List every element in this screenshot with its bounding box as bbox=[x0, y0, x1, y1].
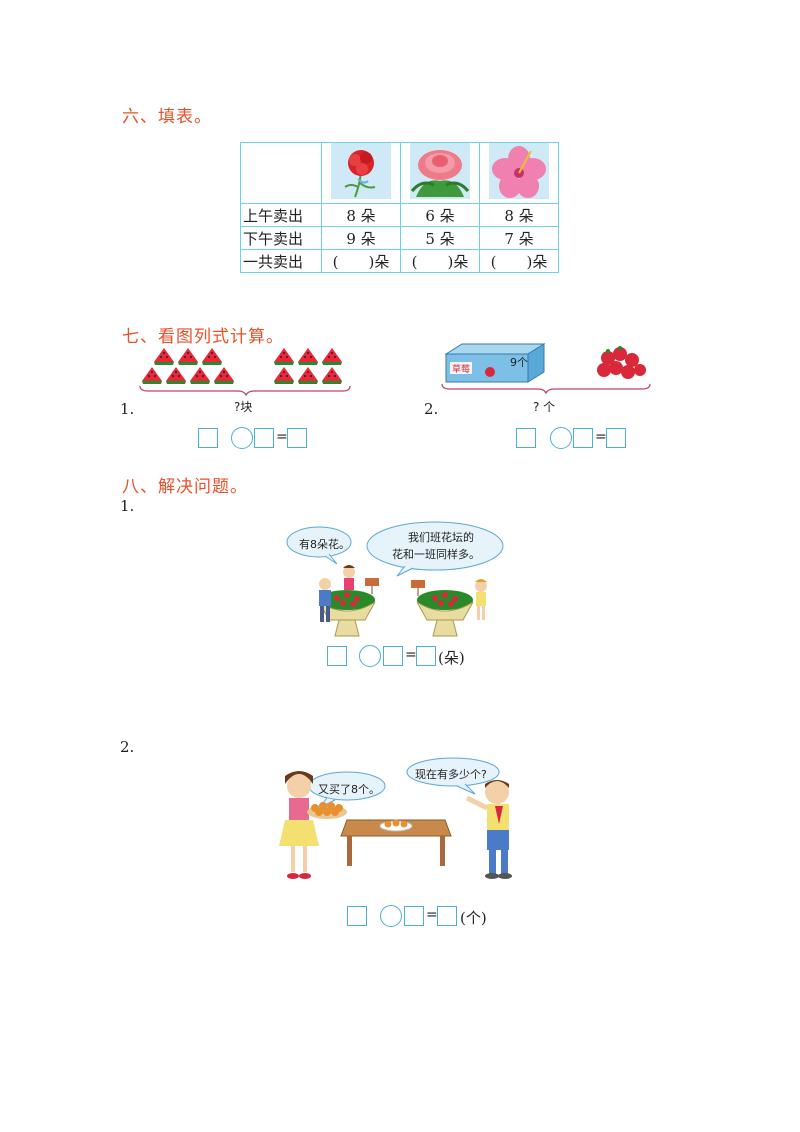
bread-table-illustration bbox=[279, 757, 512, 879]
fill-table: 上午卖出 8 朵 6 朵 8 朵 下午卖出 9 朵 5 朵 7 朵 一共卖出 (… bbox=[240, 142, 559, 273]
answer-box-8-2-a[interactable] bbox=[347, 906, 367, 926]
box-count-text: 9个 bbox=[510, 356, 528, 369]
speech-bubble-right-8-1-line1: 我们班花坛的 bbox=[408, 531, 474, 544]
cell-total-3[interactable]: ( )朵 bbox=[479, 249, 559, 273]
row-label-morning: 上午卖出 bbox=[240, 203, 322, 227]
operator-circle-7-2[interactable] bbox=[550, 427, 572, 449]
speech-bubble-right-8-2: 现在有多少个? bbox=[415, 768, 487, 781]
brace-label-7-1: ?块 bbox=[234, 400, 253, 414]
cell-total-1[interactable]: ( )朵 bbox=[321, 249, 401, 273]
answer-box-7-2-c[interactable] bbox=[606, 428, 626, 448]
section-7-title: 七、看图列式计算。 bbox=[122, 327, 284, 347]
problem-8-1-number: 1. bbox=[120, 497, 135, 515]
answer-box-8-2-c[interactable] bbox=[437, 906, 457, 926]
answer-box-7-1-c[interactable] bbox=[287, 428, 307, 448]
section-8-title: 八、解决问题。 bbox=[122, 477, 248, 497]
problem-7-1-number: 1. bbox=[120, 400, 135, 418]
operator-circle-8-1[interactable] bbox=[359, 645, 381, 667]
cell-afternoon-1: 9 朵 bbox=[321, 226, 401, 250]
carnation-image bbox=[321, 142, 401, 204]
answer-box-8-2-b[interactable] bbox=[404, 906, 424, 926]
flower-bed-illustration bbox=[286, 521, 504, 637]
cell-afternoon-3: 7 朵 bbox=[479, 226, 559, 250]
problem-7-2-number: 2. bbox=[424, 400, 439, 418]
problem-8-2-number: 2. bbox=[120, 738, 135, 756]
speech-bubble-right-8-1-line2: 花和一班同样多。 bbox=[392, 548, 480, 561]
empty-corner-cell bbox=[240, 142, 322, 204]
cell-total-2[interactable]: ( )朵 bbox=[400, 249, 480, 273]
equals-sign-7-1: = bbox=[276, 429, 288, 445]
cell-morning-2: 6 朵 bbox=[400, 203, 480, 227]
row-label-afternoon: 下午卖出 bbox=[240, 226, 322, 250]
box-brand-text: 草莓 bbox=[452, 363, 470, 375]
speech-bubble-left-8-2: 又买了8个。 bbox=[318, 783, 380, 796]
peony-image bbox=[400, 142, 480, 204]
equals-sign-8-1: = bbox=[405, 647, 417, 663]
answer-box-7-2-b[interactable] bbox=[573, 428, 593, 448]
equals-sign-7-2: = bbox=[595, 429, 607, 445]
unit-label-8-2: (个) bbox=[460, 909, 487, 927]
strawberry-box-illustration: 草莓 9个 bbox=[441, 343, 651, 395]
equals-sign-8-2: = bbox=[426, 907, 438, 923]
answer-box-7-1-a[interactable] bbox=[198, 428, 218, 448]
hibiscus-image bbox=[479, 142, 559, 204]
cell-morning-3: 8 朵 bbox=[479, 203, 559, 227]
answer-box-8-1-a[interactable] bbox=[327, 646, 347, 666]
brace-label-7-2: ? 个 bbox=[533, 400, 556, 414]
watermelon-illustration bbox=[139, 348, 351, 396]
operator-circle-8-2[interactable] bbox=[380, 905, 402, 927]
answer-box-8-1-b[interactable] bbox=[383, 646, 403, 666]
operator-circle-7-1[interactable] bbox=[231, 427, 253, 449]
answer-box-7-2-a[interactable] bbox=[516, 428, 536, 448]
answer-box-8-1-c[interactable] bbox=[416, 646, 436, 666]
row-label-total: 一共卖出 bbox=[240, 249, 322, 273]
section-6-title: 六、填表。 bbox=[122, 107, 212, 127]
answer-box-7-1-b[interactable] bbox=[254, 428, 274, 448]
unit-label-8-1: (朵) bbox=[438, 649, 465, 667]
cell-morning-1: 8 朵 bbox=[321, 203, 401, 227]
cell-afternoon-2: 5 朵 bbox=[400, 226, 480, 250]
speech-bubble-left-8-1: 有8朵花。 bbox=[299, 538, 350, 551]
